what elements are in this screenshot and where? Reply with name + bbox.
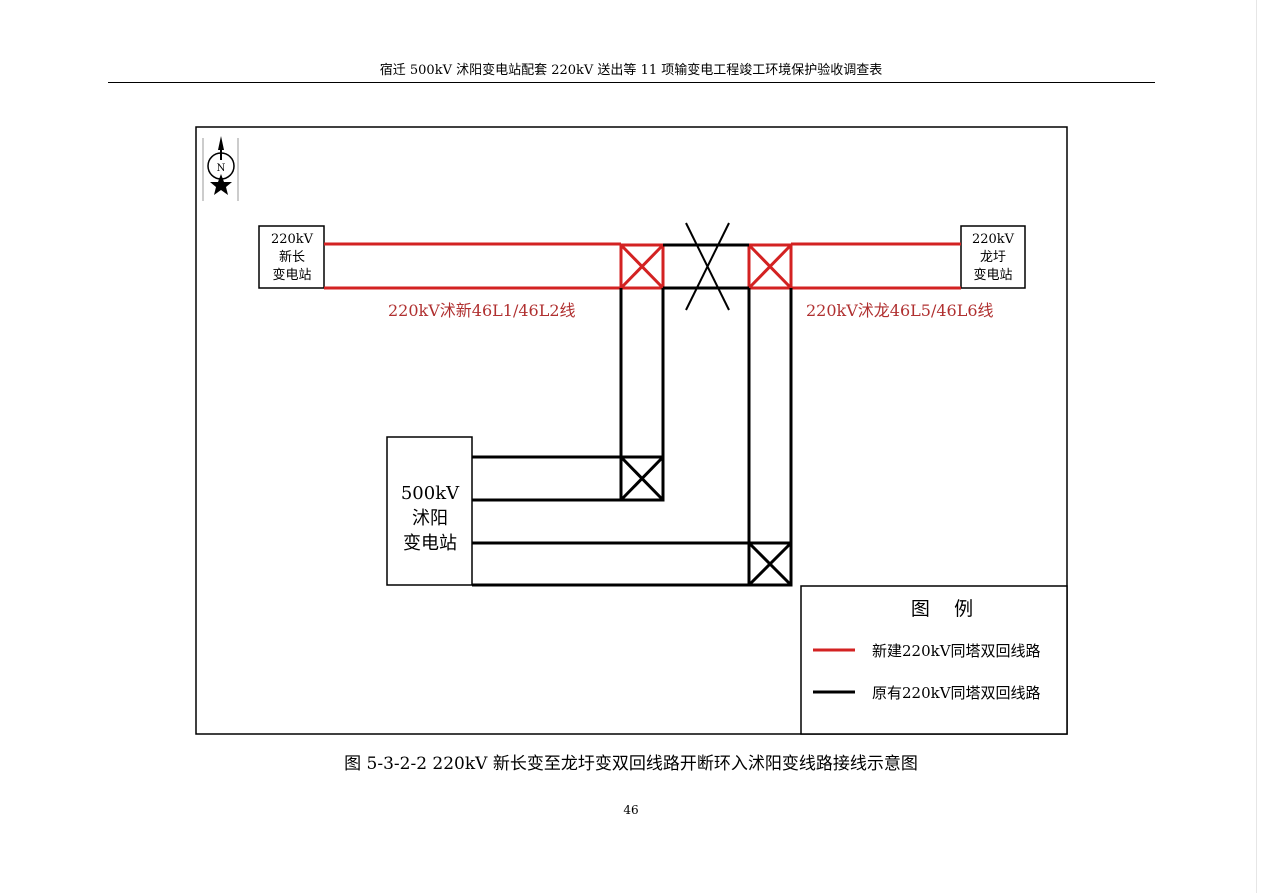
figure-caption: 图 5-3-2-2 220kV 新长变至龙圩变双回线路开断环入沭阳变线路接线示意… <box>344 754 918 774</box>
new-line-right <box>791 242 961 290</box>
station-xinchang: 220kV 新长 变电站 <box>258 225 325 289</box>
station-shuyang-type: 变电站 <box>403 533 457 554</box>
legend-label-existing: 原有220kV同塔双回线路 <box>872 684 1041 702</box>
header-rule <box>108 82 1155 83</box>
page-header: 宿迁 500kV 沭阳变电站配套 220kV 送出等 11 项输变电工程竣工环境… <box>379 63 883 78</box>
tower-existing-lower <box>747 541 793 587</box>
station-shuyang: 500kV 沭阳 变电站 <box>386 436 473 586</box>
tower-new-right <box>747 243 793 290</box>
station-shuyang-voltage: 500kV <box>401 483 460 504</box>
removed-segment <box>663 243 749 290</box>
legend-label-new: 新建220kV同塔双回线路 <box>872 642 1041 660</box>
station-xinchang-name: 新长 <box>279 249 305 265</box>
tower-existing-upper <box>619 455 665 502</box>
legend-title: 图 例 <box>911 598 973 620</box>
line-label-left: 220kV沭新46L1/46L2线 <box>388 301 576 320</box>
new-line-left <box>324 242 621 290</box>
station-longyu: 220kV 龙圩 变电站 <box>960 225 1026 289</box>
page-edge <box>1256 0 1257 893</box>
existing-line-vertical <box>619 288 793 543</box>
legend: 图 例 新建220kV同塔双回线路 原有220kV同塔双回线路 <box>800 585 1068 735</box>
removed-segment-cross <box>685 222 730 311</box>
existing-line-to-shuyang <box>472 455 791 587</box>
compass-letter: N <box>217 163 226 174</box>
page-number: 46 <box>623 803 639 817</box>
station-xinchang-voltage: 220kV <box>271 232 314 247</box>
diagram-frame <box>195 126 1068 735</box>
station-xinchang-type: 变电站 <box>272 267 311 283</box>
compass-icon: N <box>202 136 239 201</box>
station-longyu-voltage: 220kV <box>972 232 1015 247</box>
tower-new-left <box>619 243 665 290</box>
station-shuyang-name: 沭阳 <box>412 508 448 529</box>
line-label-right: 220kV沭龙46L5/46L6线 <box>806 301 994 320</box>
station-longyu-name: 龙圩 <box>980 250 1006 265</box>
station-longyu-type: 变电站 <box>973 267 1012 283</box>
